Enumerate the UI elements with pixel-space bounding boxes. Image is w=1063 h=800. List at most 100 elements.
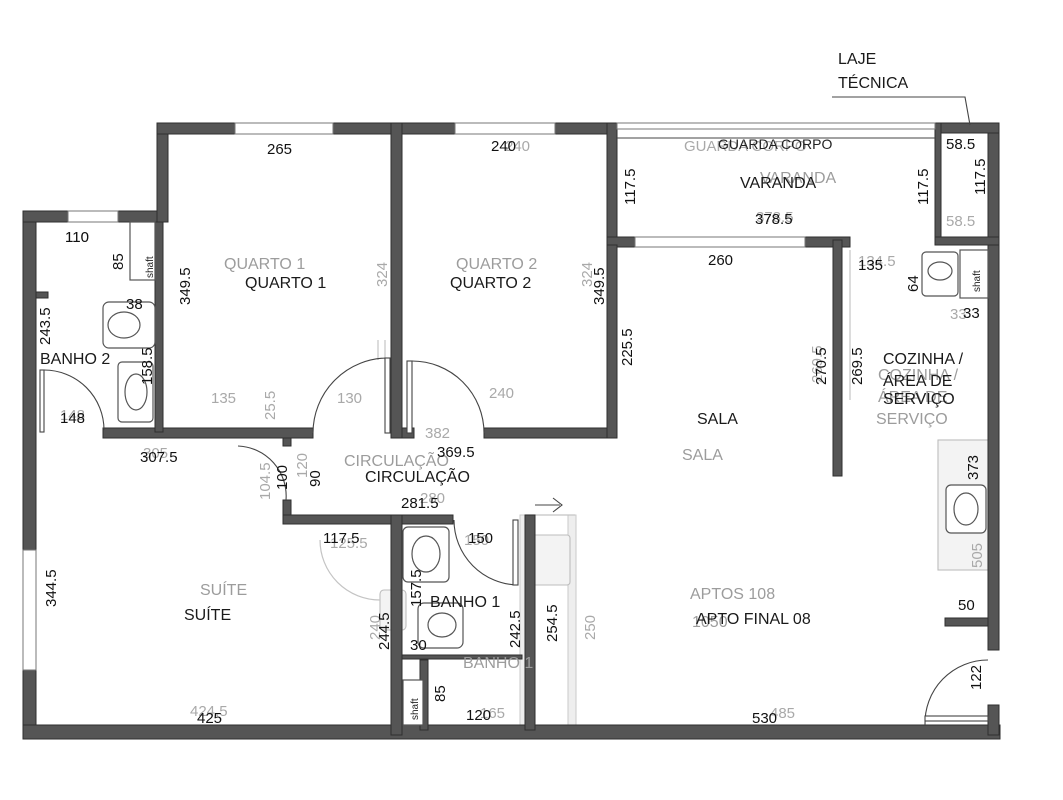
cozinha-line2: ÁREA DE	[883, 371, 952, 390]
ghost-aptos: APTOS 108	[690, 586, 775, 603]
sala-top: 260	[708, 252, 733, 269]
sala-label: SALA	[697, 411, 738, 428]
ghost-suite-width: 424.5	[190, 703, 228, 720]
varanda-right-bottom: 58.5	[946, 213, 975, 230]
ghost-suite: SUÍTE	[200, 580, 247, 599]
shaft-label-banho1: shaft	[410, 698, 421, 720]
door-swing-entry	[924, 659, 989, 726]
ghost-sala: SALA	[682, 447, 723, 464]
varanda-right-top: 58.5	[946, 136, 975, 153]
shaft-cozinha	[959, 249, 989, 299]
ghost-shaft-depth: 33	[950, 306, 967, 323]
ghost-cozinha-3: SERVIÇO	[876, 411, 948, 428]
ghost-quarto2-bottom: 240	[489, 385, 514, 402]
quarto2-width: 240	[491, 138, 516, 155]
quarto1-height: 349.5	[177, 267, 194, 305]
ghost-circ-bottom: 280	[420, 490, 445, 507]
kitchen-counter: 373	[965, 455, 982, 480]
circ-door: 100	[274, 465, 291, 490]
cozinha-line3: SERVIÇO	[883, 391, 955, 408]
ghost-banho1-top: 150	[464, 532, 489, 549]
ghost-quarto2-width: 240	[505, 138, 530, 155]
walls	[22, 122, 1001, 740]
labels: LAJE TÉCNICA GUARDA CORPO VARANDA 378.5 …	[37, 51, 989, 727]
fixtures	[102, 221, 989, 726]
ghost-quarto1: QUARTO 1	[224, 256, 305, 273]
ghost-counter: 505	[969, 543, 986, 568]
ghost-cozinha-top: 134.5	[858, 253, 896, 270]
circ-bottom: 281.5	[401, 495, 439, 512]
door-swing-quarto1	[312, 357, 389, 434]
guarda-corpo-label: GUARDA CORPO	[718, 136, 832, 152]
banho1-small: 30	[410, 637, 427, 654]
quarto2-height: 349.5	[591, 267, 608, 305]
shaft-banho1	[402, 679, 424, 726]
ghost-circulacao: CIRCULAÇÃO	[344, 450, 449, 470]
sala-bottom: 530	[752, 710, 777, 727]
shaft-right-depth: 33	[963, 305, 980, 322]
banho2-height: 243.5	[37, 307, 54, 345]
circulacao-label: CIRCULAÇÃO	[365, 466, 470, 486]
ghost-banho2-bottom: 148	[60, 407, 85, 424]
varanda-width: 378.5	[755, 211, 793, 228]
ghost-cozinha-height: 269.5	[809, 345, 826, 383]
ghost-circ-left: 104.5	[257, 462, 274, 500]
varanda-label: VARANDA	[740, 175, 816, 192]
ghost-banho1-bottom: 165	[480, 705, 505, 722]
quarto2-label: QUARTO 2	[450, 275, 531, 292]
ghost-quarto2-height: 324	[579, 262, 596, 287]
banho2-inner: 158.5	[139, 347, 156, 385]
shaft-banho2	[129, 221, 156, 281]
circ-door2: 90	[307, 470, 324, 487]
laje-tecnica-line1: LAJE	[838, 51, 876, 68]
banho1-left: 157.5	[408, 569, 425, 607]
cozinha-left: 270.5	[813, 347, 830, 385]
apto-final-label: APTO FINAL 08	[696, 611, 811, 628]
banho1-bottom: 120	[466, 707, 491, 724]
ghost-banho1-height: 240	[367, 615, 384, 640]
banho1-height: 244.5	[376, 612, 393, 650]
doors	[39, 357, 989, 726]
cozinha-right: 269.5	[849, 347, 866, 385]
windows	[22, 122, 936, 671]
door-swing-banho2	[43, 369, 105, 431]
ghost-quarto1-bottom: 135	[211, 390, 236, 407]
ghost-banho1-right: 250	[582, 615, 599, 640]
banho2-bottom: 148	[60, 410, 85, 427]
varanda-inner-height: 117.5	[915, 169, 932, 205]
ghost-quarto1-closet: 25.5	[262, 391, 279, 420]
ghost-banho1: BANHO 1	[463, 655, 533, 672]
banho1-top: 150	[468, 530, 493, 547]
quarto1-width: 265	[267, 141, 292, 158]
shaft-right-width: 64	[905, 275, 922, 292]
door-swing-quarto2	[411, 360, 485, 434]
circ-width: 369.5	[437, 444, 475, 461]
banho1-label: BANHO 1	[430, 594, 500, 611]
ghost-labels: GUARDA CORPO VARANDA 378.5 QUARTO 1 QUAR…	[60, 138, 986, 722]
ghost-varanda: VARANDA	[760, 170, 836, 187]
banho1-shaft: 85	[432, 685, 449, 702]
quarto1-label: QUARTO 1	[245, 275, 326, 292]
ghost-circ-top: 130	[337, 390, 362, 407]
varanda-left-height: 117.5	[622, 169, 639, 205]
banho1-right: 254.5	[544, 604, 561, 642]
arrow-icon	[535, 497, 563, 513]
banho2-top: 110	[65, 229, 89, 246]
banho2-small: 38	[126, 296, 143, 313]
suite-closet: 117.5	[323, 530, 359, 547]
suite-label: SUÍTE	[184, 605, 231, 624]
suite-top: 307.5	[140, 449, 178, 466]
laje-tecnica-line2: TÉCNICA	[838, 73, 909, 92]
ghost-guarda-corpo: GUARDA CORPO	[684, 138, 807, 155]
ghost-circ-width: 382	[425, 425, 450, 442]
ghost-banho2-top: 110	[65, 229, 89, 246]
ghost-apto-num: 1050	[692, 614, 728, 631]
ghost-suite-top: 305	[143, 445, 168, 462]
entry-door: 122	[968, 665, 985, 690]
banho2-label: BANHO 2	[40, 351, 110, 368]
cozinha-line1: COZINHA /	[883, 351, 964, 368]
laje-leader-line	[832, 96, 971, 126]
shaft-label-cozinha: shaft	[972, 270, 983, 292]
suite-height: 344.5	[43, 569, 60, 607]
